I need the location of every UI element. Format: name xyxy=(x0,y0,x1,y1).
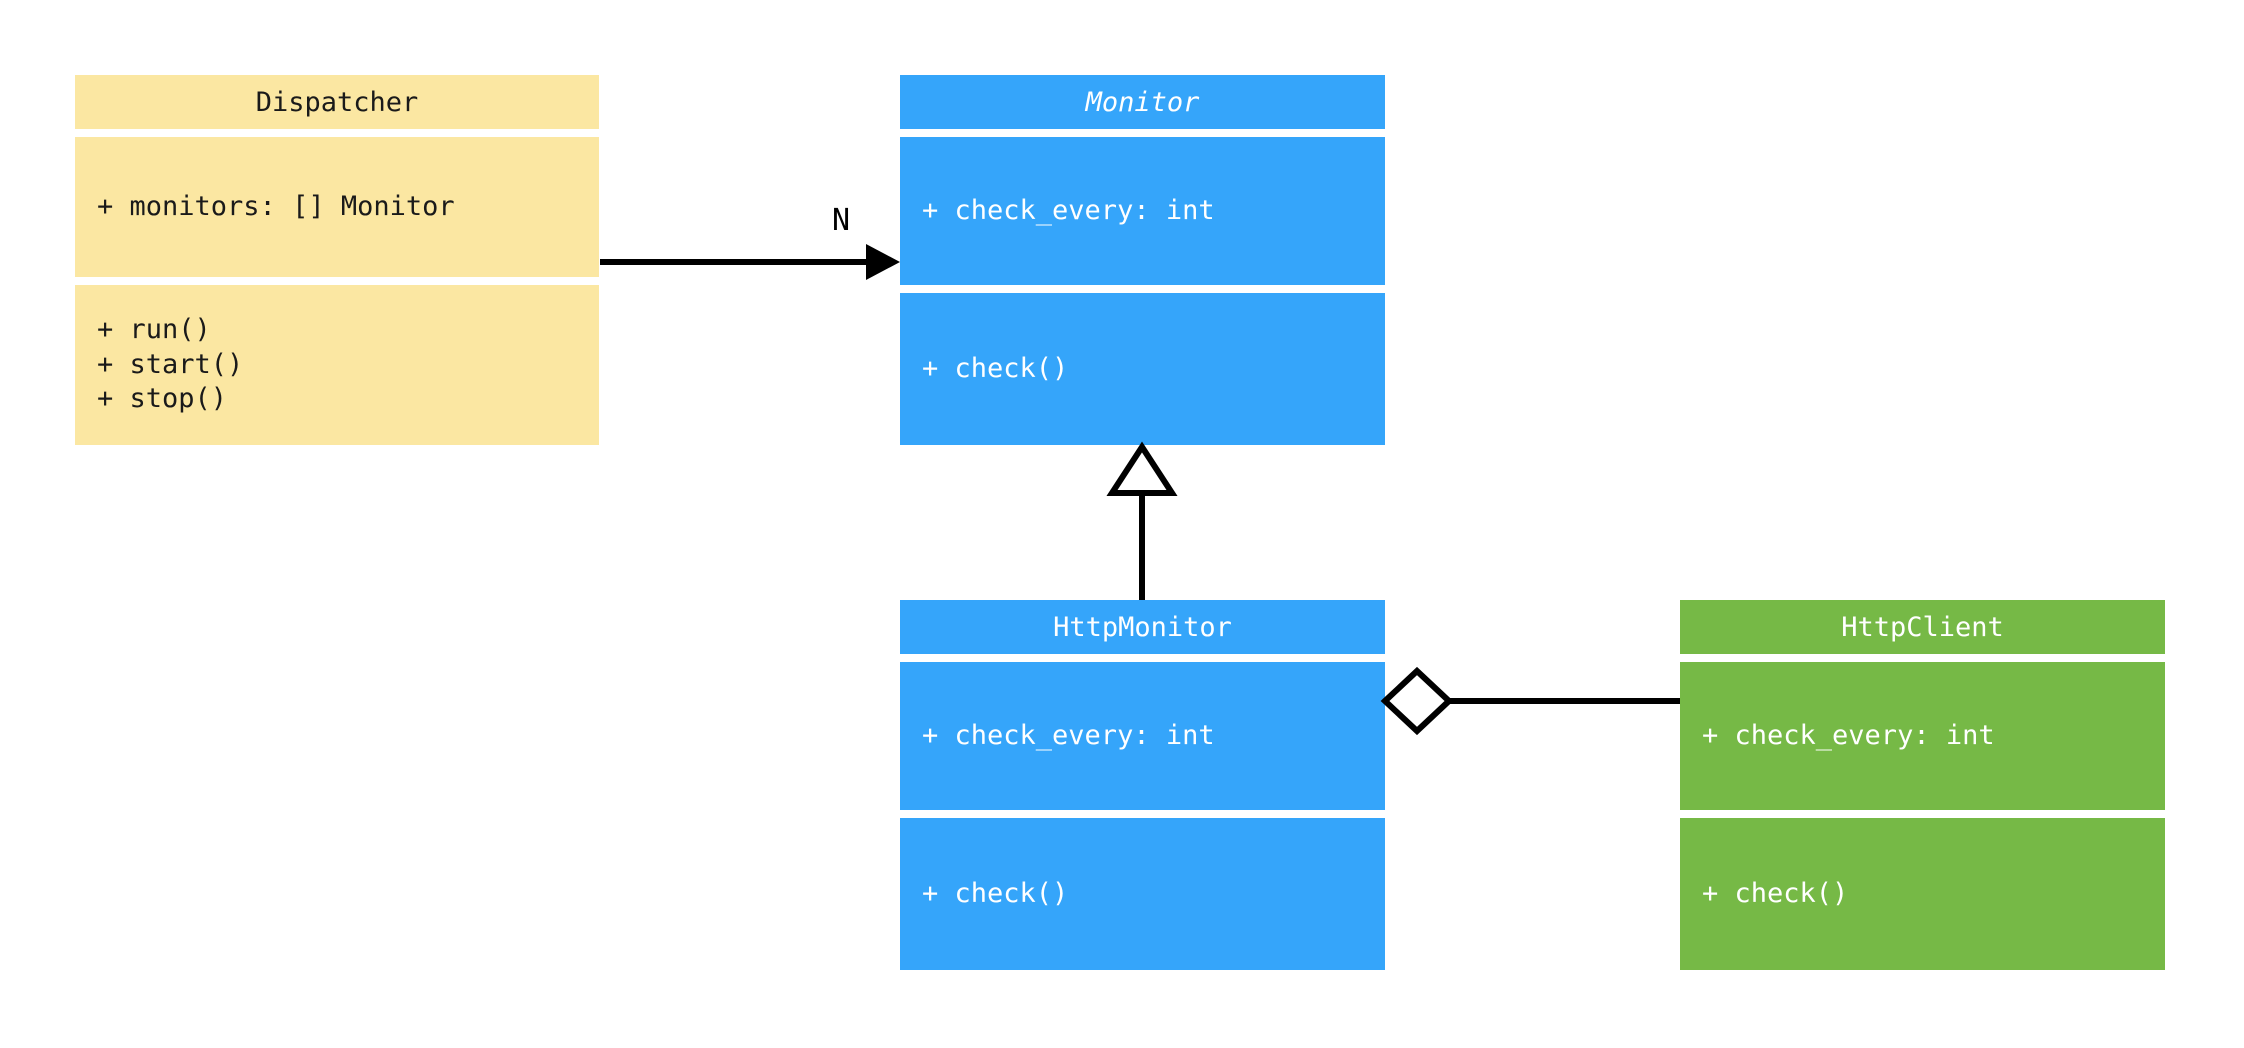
http-monitor-divider-2 xyxy=(900,810,1385,818)
dispatcher-title-compartment: Dispatcher xyxy=(75,75,599,129)
monitor-method-0: + check() xyxy=(922,352,1069,384)
edge-http-monitor-to-http-client xyxy=(1380,666,1680,736)
monitor-title-compartment: Monitor xyxy=(900,75,1385,129)
dispatcher-attribute-0: + monitors: [] Monitor xyxy=(97,190,455,222)
http-client-title-compartment: HttpClient xyxy=(1680,600,2165,654)
edge-dispatcher-to-monitor xyxy=(600,244,900,280)
edge-label-dispatcher-monitor-multiplicity: N xyxy=(832,203,851,238)
class-box-http-client[interactable]: HttpClient + check_every: int + check() xyxy=(1680,600,2165,970)
dispatcher-attributes-compartment: + monitors: [] Monitor xyxy=(75,137,599,277)
class-box-http-monitor[interactable]: HttpMonitor + check_every: int + check() xyxy=(900,600,1385,970)
hollow-diamond-icon xyxy=(1380,666,1454,736)
filled-arrowhead-icon xyxy=(866,244,900,280)
monitor-attribute-0: + check_every: int xyxy=(922,194,1215,226)
dispatcher-divider-2 xyxy=(75,277,599,285)
class-box-dispatcher[interactable]: Dispatcher + monitors: [] Monitor + run(… xyxy=(75,75,599,445)
monitor-attributes-compartment: + check_every: int xyxy=(900,137,1385,285)
http-client-class-name: HttpClient xyxy=(1841,611,2004,643)
hollow-triangle-icon xyxy=(1106,441,1178,496)
monitor-methods-compartment: + check() xyxy=(900,293,1385,445)
monitor-divider-1 xyxy=(900,129,1385,137)
dispatcher-method-0: + run() xyxy=(97,314,211,346)
http-monitor-attribute-0: + check_every: int xyxy=(922,719,1215,751)
http-client-attribute-0: + check_every: int xyxy=(1702,719,1995,751)
http-client-divider-2 xyxy=(1680,810,2165,818)
dispatcher-method-1: + start() xyxy=(97,348,244,380)
monitor-class-name: Monitor xyxy=(1085,86,1200,118)
http-monitor-method-0: + check() xyxy=(922,877,1069,909)
http-monitor-methods-compartment: + check() xyxy=(900,818,1385,970)
http-client-methods-compartment: + check() xyxy=(1680,818,2165,970)
dispatcher-method-2: + stop() xyxy=(97,383,228,415)
dispatcher-divider-1 xyxy=(75,129,599,137)
edge-http-monitor-to-monitor xyxy=(1106,441,1178,600)
http-client-method-0: + check() xyxy=(1702,877,1849,909)
http-monitor-attributes-compartment: + check_every: int xyxy=(900,662,1385,810)
http-monitor-divider-1 xyxy=(900,654,1385,662)
monitor-divider-2 xyxy=(900,285,1385,293)
http-monitor-class-name: HttpMonitor xyxy=(1053,611,1232,643)
dispatcher-class-name: Dispatcher xyxy=(255,86,419,118)
class-box-monitor[interactable]: Monitor + check_every: int + check() xyxy=(900,75,1385,445)
http-client-attributes-compartment: + check_every: int xyxy=(1680,662,2165,810)
http-monitor-title-compartment: HttpMonitor xyxy=(900,600,1385,654)
http-client-divider-1 xyxy=(1680,654,2165,662)
dispatcher-methods-compartment: + run() + start() + stop() xyxy=(75,285,599,445)
